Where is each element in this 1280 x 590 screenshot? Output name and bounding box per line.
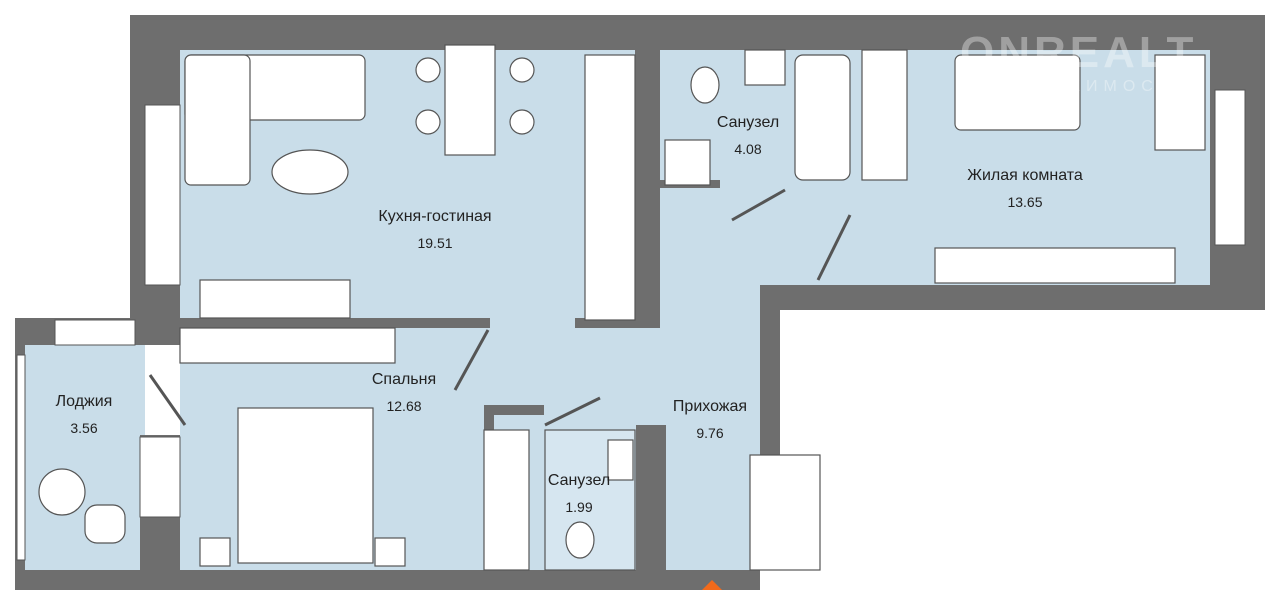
room-label-bedroom: Спальня 12.68 (372, 370, 436, 416)
window-bedroom (139, 436, 181, 518)
room-name: Кухня-гостиная (378, 208, 492, 225)
wall-top (130, 15, 1265, 50)
washing-machine (664, 139, 711, 186)
tv-stand (199, 279, 351, 319)
wall-notch-vertical (760, 285, 780, 455)
room-name: Жилая комната (967, 167, 1083, 184)
room-area: 12.68 (386, 398, 422, 414)
bed (237, 407, 374, 564)
room-name: Спальня (371, 371, 437, 388)
room-name: Лоджия (55, 393, 113, 410)
toilet (690, 66, 720, 104)
wardrobe-hall (483, 429, 530, 571)
wardrobe-entry (749, 454, 821, 571)
room-area: 9.76 (696, 425, 724, 441)
doors (148, 188, 852, 427)
door-loggia (148, 374, 187, 426)
wardrobe-bedroom (861, 49, 908, 181)
door-bath (731, 188, 786, 222)
wall-kitchen-bedroom (180, 318, 490, 328)
kitchen-counter (584, 54, 636, 321)
windows (16, 89, 1246, 561)
door-living (816, 214, 852, 281)
chair (509, 57, 535, 83)
door-bedroom (453, 329, 490, 391)
door-wc (544, 396, 601, 427)
chair (509, 109, 535, 135)
furniture (38, 44, 1206, 571)
wall-notch (760, 285, 1265, 310)
loggia-chair (84, 504, 126, 544)
chair (415, 57, 441, 83)
wall-wc-right (636, 425, 666, 570)
room-area: 13.65 (1007, 194, 1043, 210)
room-area: 19.51 (417, 235, 453, 251)
bedroom-shelf (179, 327, 396, 364)
window-loggia-side (16, 354, 26, 561)
room-area: 4.08 (734, 141, 762, 157)
bathtub (794, 54, 851, 181)
dining-table (444, 44, 496, 156)
room-area: 1.99 (565, 499, 593, 515)
chair (415, 109, 441, 135)
room-area: 3.56 (70, 420, 98, 436)
watermark-tagline: НЕДВИЖИМОСТЬ (980, 78, 1191, 95)
room-name: Санузел (716, 114, 780, 131)
room-label-living: Жилая комната 13.65 (967, 166, 1083, 212)
nightstand (199, 537, 231, 567)
room-name: Санузел (547, 472, 611, 489)
room-label-wc: Санузел 1.99 (548, 471, 610, 517)
wc-sink (607, 439, 634, 481)
room-label-hallway: Прихожая 9.76 (673, 397, 747, 443)
wall-bottom (15, 570, 760, 590)
wall-wc-top (484, 405, 544, 415)
loggia-table (38, 468, 86, 516)
sofa-corner (184, 54, 251, 186)
entrance-marker-icon (702, 580, 722, 590)
floor-loggia (25, 345, 145, 570)
window-right (1214, 89, 1246, 246)
room-label-bathroom: Санузел 4.08 (717, 113, 779, 159)
window-loggia (54, 319, 136, 346)
tv-stand-living (934, 247, 1176, 284)
wall-kitchen-bottom (575, 318, 660, 328)
sofa-living (954, 54, 1081, 131)
nightstand (374, 537, 406, 567)
coffee-table (271, 149, 349, 195)
room-label-kitchen: Кухня-гостиная 19.51 (378, 207, 491, 253)
desk (1154, 54, 1206, 151)
wc-toilet (565, 521, 595, 559)
window-left (144, 104, 181, 286)
wall-kitchen-right (635, 50, 660, 328)
room-label-loggia: Лоджия 3.56 (56, 392, 113, 438)
bath-sink (744, 49, 786, 86)
watermark-brand: ONREALT (960, 28, 1198, 77)
room-name: Прихожая (672, 398, 748, 415)
